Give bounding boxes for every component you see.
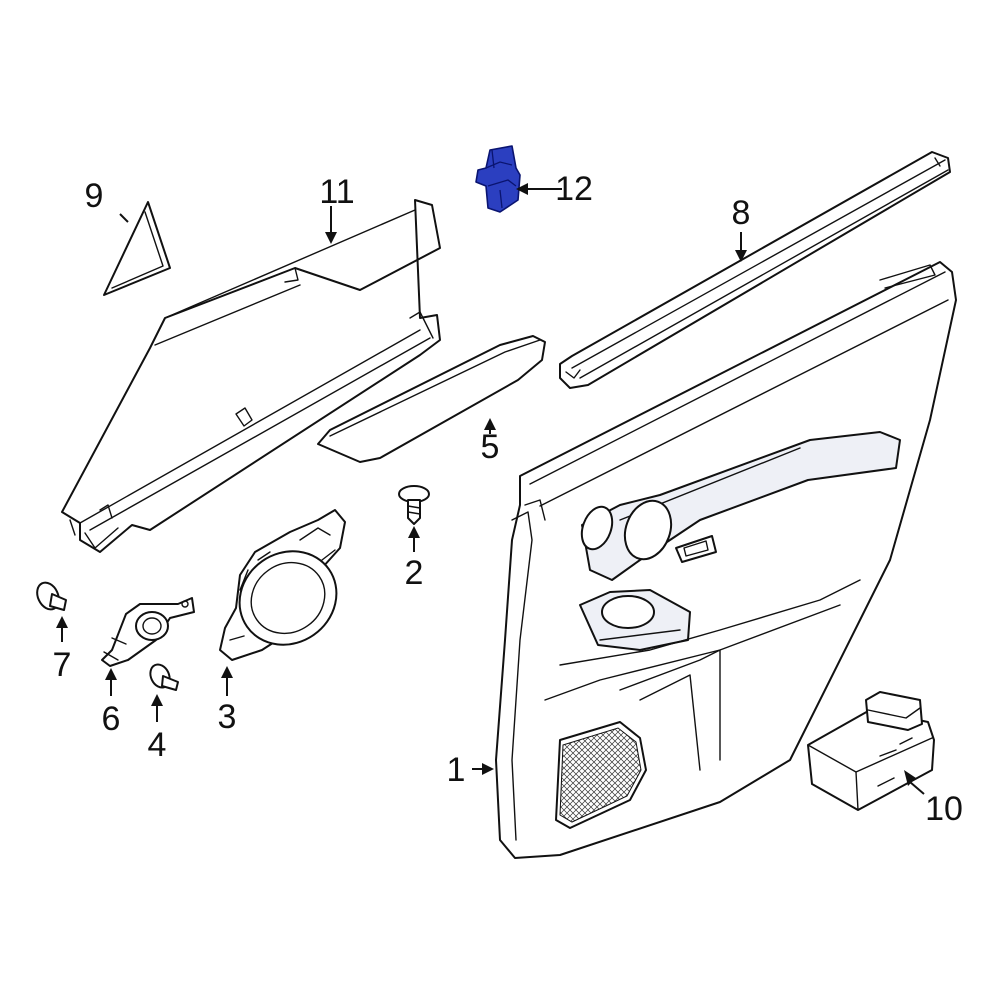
part-10-window-switch[interactable] — [807, 691, 935, 811]
callout-5: 5 — [481, 428, 500, 466]
part-11-upper-trim-panel[interactable] — [61, 199, 441, 553]
part-4-plug[interactable] — [147, 661, 179, 691]
callout-3: 3 — [218, 698, 237, 736]
part-8-weatherstrip[interactable] — [559, 151, 951, 389]
part-3-handle-bezel[interactable] — [219, 509, 355, 664]
part-6-harness[interactable] — [101, 597, 195, 667]
callout-6: 6 — [102, 700, 121, 738]
part-7-plug[interactable] — [33, 579, 67, 613]
callout-10: 10 — [925, 790, 963, 828]
callout-labels: 9 11 12 8 5 2 3 7 6 4 1 10 — [53, 170, 963, 828]
callout-11: 11 — [319, 173, 354, 211]
callout-7: 7 — [53, 646, 72, 684]
leader-9 — [119, 213, 129, 223]
leader-lines — [56, 183, 925, 795]
part-9-corner-cover[interactable] — [103, 201, 171, 296]
callout-4: 4 — [148, 726, 167, 764]
callout-12: 12 — [555, 170, 593, 208]
callout-2: 2 — [405, 554, 424, 592]
part-12-clip[interactable] — [475, 145, 521, 213]
callout-1: 1 — [447, 751, 466, 789]
part-5-armrest-pad[interactable] — [317, 335, 546, 463]
leader-10 — [909, 781, 925, 795]
part-2-screw[interactable] — [398, 485, 430, 525]
callout-9: 9 — [85, 177, 104, 215]
part-1-door-trim-panel[interactable] — [495, 261, 957, 859]
callout-8: 8 — [732, 194, 751, 232]
